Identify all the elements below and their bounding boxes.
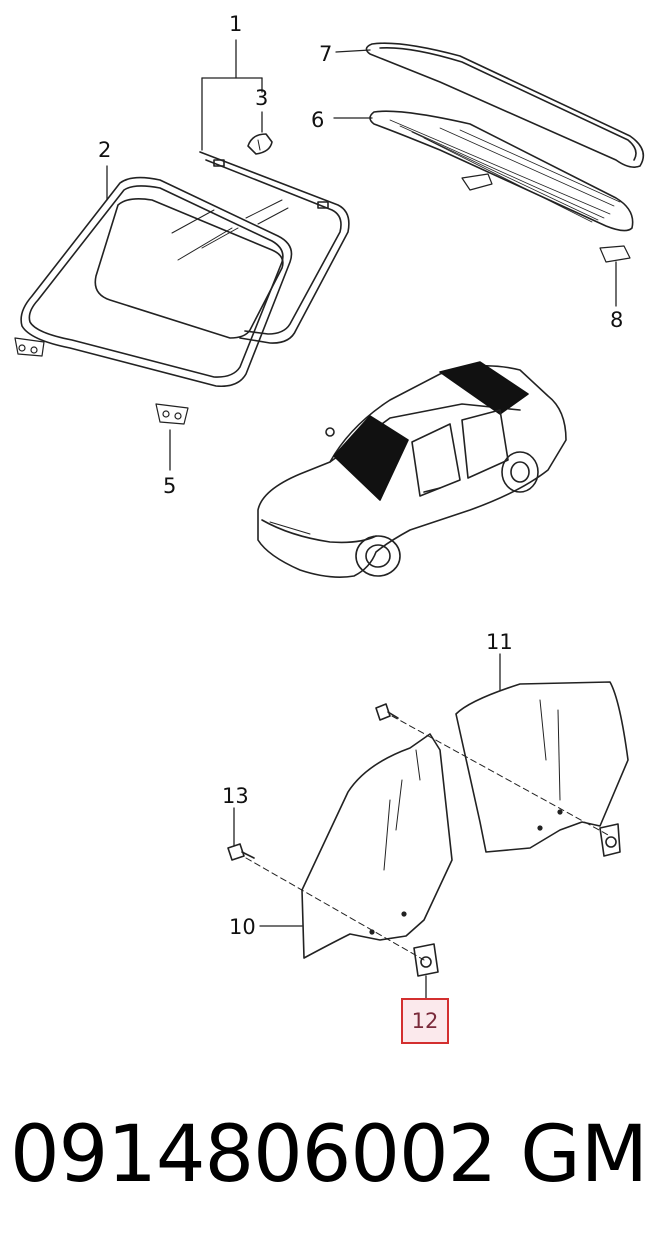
channel-clip-12	[413, 823, 621, 977]
callout-12-highlighted[interactable]: 12	[401, 998, 449, 1044]
callout-10: 10	[229, 915, 256, 939]
callout-5: 5	[163, 474, 177, 498]
callout-7: 7	[319, 42, 333, 66]
front-door-glass	[301, 733, 453, 959]
rear-door-glass	[455, 681, 629, 853]
callout-3: 3	[255, 86, 269, 110]
bolt-13	[227, 703, 399, 861]
callout-11: 11	[486, 630, 513, 654]
callout-1: 1	[229, 12, 243, 36]
windshield-glass	[20, 176, 293, 388]
windshield-molding	[199, 151, 350, 344]
car-illustration	[257, 361, 567, 578]
clip-3	[247, 133, 273, 155]
callout-8: 8	[610, 308, 624, 332]
part-number: 0914806002	[10, 1110, 497, 1200]
rear-glass-molding	[365, 42, 645, 168]
rear-clip	[461, 173, 631, 263]
clip-5	[14, 337, 189, 425]
rear-glass	[369, 110, 634, 232]
callout-13: 13	[222, 784, 249, 808]
assembly-lines	[245, 715, 611, 961]
callout-2: 2	[98, 138, 112, 162]
brand-name: GM	[520, 1110, 648, 1200]
callout-6: 6	[311, 108, 325, 132]
leader-lines	[106, 39, 617, 999]
